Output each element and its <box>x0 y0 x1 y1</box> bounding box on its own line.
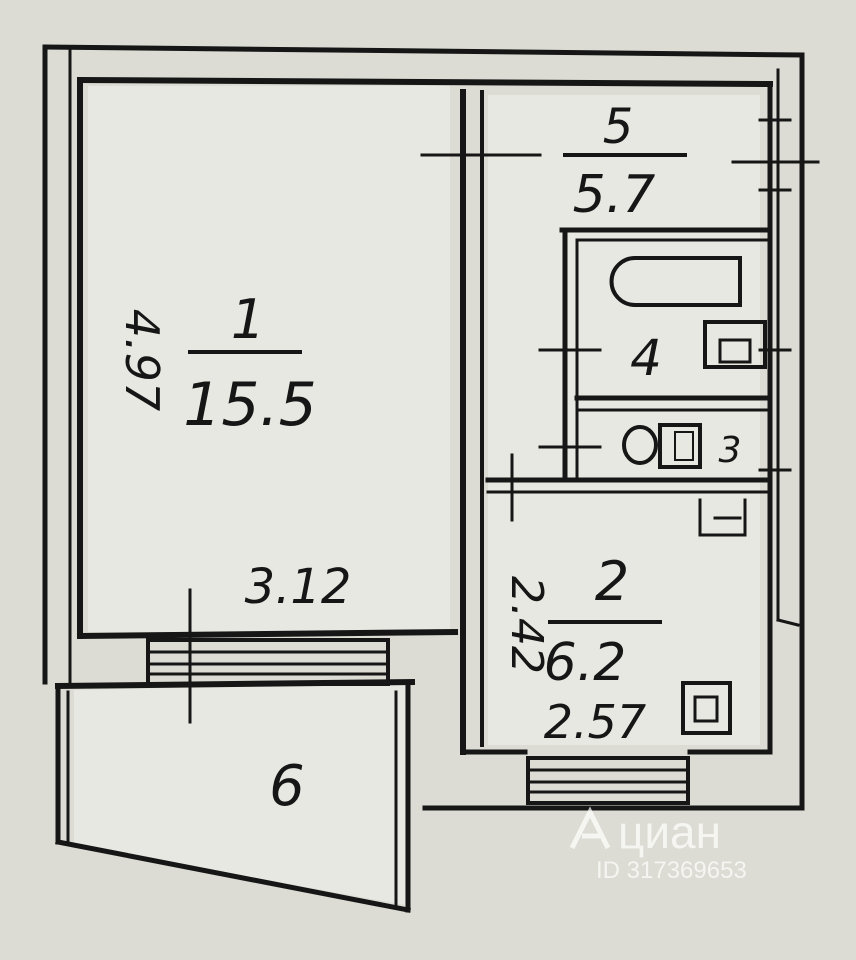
room-2-number: 2 <box>595 550 629 613</box>
toilet-bowl <box>622 425 658 465</box>
toilet-tank-lid <box>674 431 694 461</box>
watermark: циан ID 317369653 <box>569 806 747 884</box>
outer-wall-top <box>42 44 805 58</box>
right-wing-area <box>488 95 760 745</box>
room-1-number: 1 <box>231 288 265 351</box>
room-1-wall-bottom <box>76 628 459 640</box>
room-4-number: 4 <box>630 329 662 387</box>
outer-wall-right-jog <box>776 618 800 627</box>
room-2-area: 6.2 <box>544 633 627 693</box>
room-2-length-dimension: 2.42 <box>501 576 552 674</box>
room-2-window <box>526 756 690 805</box>
room-1-window <box>146 638 390 686</box>
room-6-area <box>74 683 405 905</box>
vent-duct <box>698 498 747 537</box>
room-1-width-dimension: 3.12 <box>245 559 352 615</box>
room-1-length-dimension: 4.97 <box>115 309 169 411</box>
bath-sink <box>703 320 767 369</box>
room-2-width-dimension: 2.57 <box>544 695 646 749</box>
room-1-wall-top <box>76 76 774 88</box>
room-1-area: 15.5 <box>183 370 317 440</box>
balcony-wall-top <box>54 678 416 690</box>
balcony-wall-bottom <box>55 839 411 913</box>
watermark-id: ID 317369653 <box>596 857 747 884</box>
watermark-brand: циан <box>618 806 721 858</box>
room-3-number: 3 <box>719 430 742 471</box>
stove <box>681 681 732 735</box>
bathtub <box>609 256 742 307</box>
room-1-area <box>88 86 450 632</box>
room-5-number: 5 <box>603 99 634 155</box>
bath-sink-basin <box>718 338 752 364</box>
room-5-area: 5.7 <box>573 165 656 225</box>
cian-logo-icon <box>569 806 611 850</box>
room-6-number: 6 <box>269 754 305 819</box>
toilet-tank <box>658 423 702 469</box>
stove-burner <box>693 695 719 723</box>
